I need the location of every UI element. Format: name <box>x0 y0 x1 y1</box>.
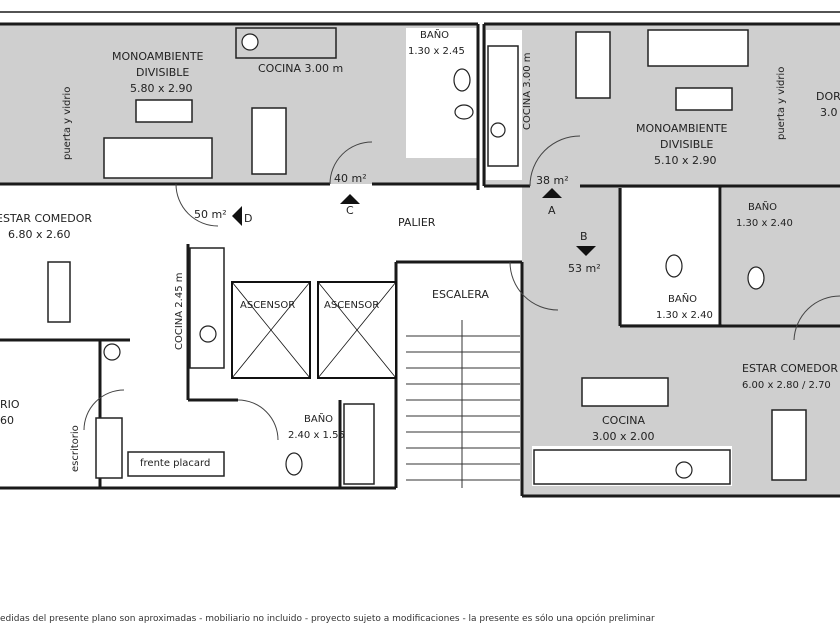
bano-top-area <box>406 28 480 158</box>
bano-center-name: BAÑO <box>304 412 333 425</box>
cooktop-left <box>241 33 259 51</box>
estar-right-name: ESTAR COMEDOR <box>742 362 838 375</box>
toilet-top <box>453 68 471 92</box>
dormitorio-right-partial: DOR <box>816 90 840 103</box>
counters <box>127 27 731 485</box>
floor-plan: MONOAMBIENTE DIVISIBLE 5.80 x 2.90 MONOA… <box>0 11 840 498</box>
bano-top-dims: 1.30 x 2.45 <box>408 46 465 57</box>
bano-top-name: BAÑO <box>420 28 449 41</box>
dormitorio-left-dim-partial: 60 <box>0 414 14 427</box>
table-estar-right <box>771 409 807 481</box>
footer-disclaimer: edidas del presente plano son aproximada… <box>0 614 655 624</box>
bano-center-dims: 2.40 x 1.55 <box>288 430 345 441</box>
cocina-vertical-center-label: COCINA 2.45 m <box>174 273 185 350</box>
door-swings <box>83 135 840 441</box>
escritorio-label: escritorio <box>70 425 81 472</box>
labels: MONOAMBIENTE DIVISIBLE 5.80 x 2.90 MONOA… <box>0 28 840 472</box>
area-b-value: 53 m² <box>568 262 601 275</box>
ascensor-1-label: ASCENSOR <box>240 300 295 311</box>
sofa-right-mono <box>647 29 749 67</box>
area-c-letter: C <box>346 204 354 217</box>
area-d-letter: D <box>244 212 252 225</box>
puerta-vidrio-left-label: puerta y vidrio <box>62 87 73 160</box>
mono-right-name: MONOAMBIENTE <box>636 122 728 135</box>
stair-treads <box>406 320 520 488</box>
mono-left-dims: 5.80 x 2.90 <box>130 82 193 95</box>
sofa-left-mono <box>103 137 213 179</box>
table-estar-left <box>47 261 71 323</box>
cocina-vertical-right-label: COCINA 3.00 m <box>522 53 533 130</box>
section-arrows <box>232 188 596 256</box>
mono-right-sub: DIVISIBLE <box>660 138 713 151</box>
table-right-mono <box>575 31 611 99</box>
arrow-c <box>340 194 360 204</box>
ascensor-2-label: ASCENSOR <box>324 300 379 311</box>
area-c-value: 40 m² <box>334 172 367 185</box>
sink-center-kitchen <box>199 325 217 343</box>
sink-right-kitchen <box>490 122 506 138</box>
cocina-bottom-dims: 3.00 x 2.00 <box>592 430 655 443</box>
fixtures <box>103 33 765 479</box>
toilet-center <box>285 452 303 476</box>
area-a-value: 38 m² <box>536 174 569 187</box>
sink-bottom-kitchen <box>675 461 693 479</box>
walls <box>0 11 840 498</box>
desk-escritorio <box>95 417 123 479</box>
estar-right-dims: 6.00 x 2.80 / 2.70 <box>742 380 831 391</box>
frente-placard-label: frente placard <box>140 458 210 469</box>
area-d-value: 50 m² <box>194 208 227 221</box>
area-b-letter: B <box>580 230 588 243</box>
arrow-a <box>542 188 562 198</box>
bano-right-lower-name: BAÑO <box>668 292 697 305</box>
palier-label: PALIER <box>398 216 436 229</box>
puerta-vidrio-right-label: puerta y vidrio <box>776 67 787 140</box>
toilet-right-2 <box>747 266 765 290</box>
cocina-top-left-label: COCINA 3.00 m <box>258 62 343 75</box>
mono-right-dims: 5.10 x 2.90 <box>654 154 717 167</box>
mono-left-sub: DIVISIBLE <box>136 66 189 79</box>
estar-left-name: ESTAR COMEDOR <box>0 212 92 225</box>
sink-top <box>454 104 474 120</box>
arrow-b <box>576 246 596 256</box>
dormitorio-right-dim-partial: 3.0 <box>820 106 838 119</box>
unit-c-fill <box>0 24 478 184</box>
bathtub-center <box>343 403 375 485</box>
bano-right-lower-dims: 1.30 x 2.40 <box>656 310 713 321</box>
tv-left-mono <box>135 99 193 123</box>
island-cocina-right <box>581 377 669 407</box>
area-a-letter: A <box>548 204 556 217</box>
elevators <box>231 281 397 379</box>
furniture <box>47 29 807 485</box>
cocina-right-area <box>486 30 522 180</box>
arrow-d <box>232 206 242 226</box>
basin-escritorio <box>103 343 121 361</box>
dormitorio-left-partial: RIO <box>0 398 20 411</box>
estar-left-dims: 6.80 x 2.60 <box>8 228 71 241</box>
mono-left-name: MONOAMBIENTE <box>112 50 204 63</box>
tv-right-mono <box>675 87 733 111</box>
bano-right-upper-name: BAÑO <box>748 200 777 213</box>
cocina-bottom-name: COCINA <box>602 414 645 427</box>
escalera-label: ESCALERA <box>432 288 489 301</box>
cocina-bottom-area <box>532 446 732 486</box>
toilet-right-1 <box>665 254 683 278</box>
bano-right-upper-dims: 1.30 x 2.40 <box>736 218 793 229</box>
table-left-mono <box>251 107 287 175</box>
